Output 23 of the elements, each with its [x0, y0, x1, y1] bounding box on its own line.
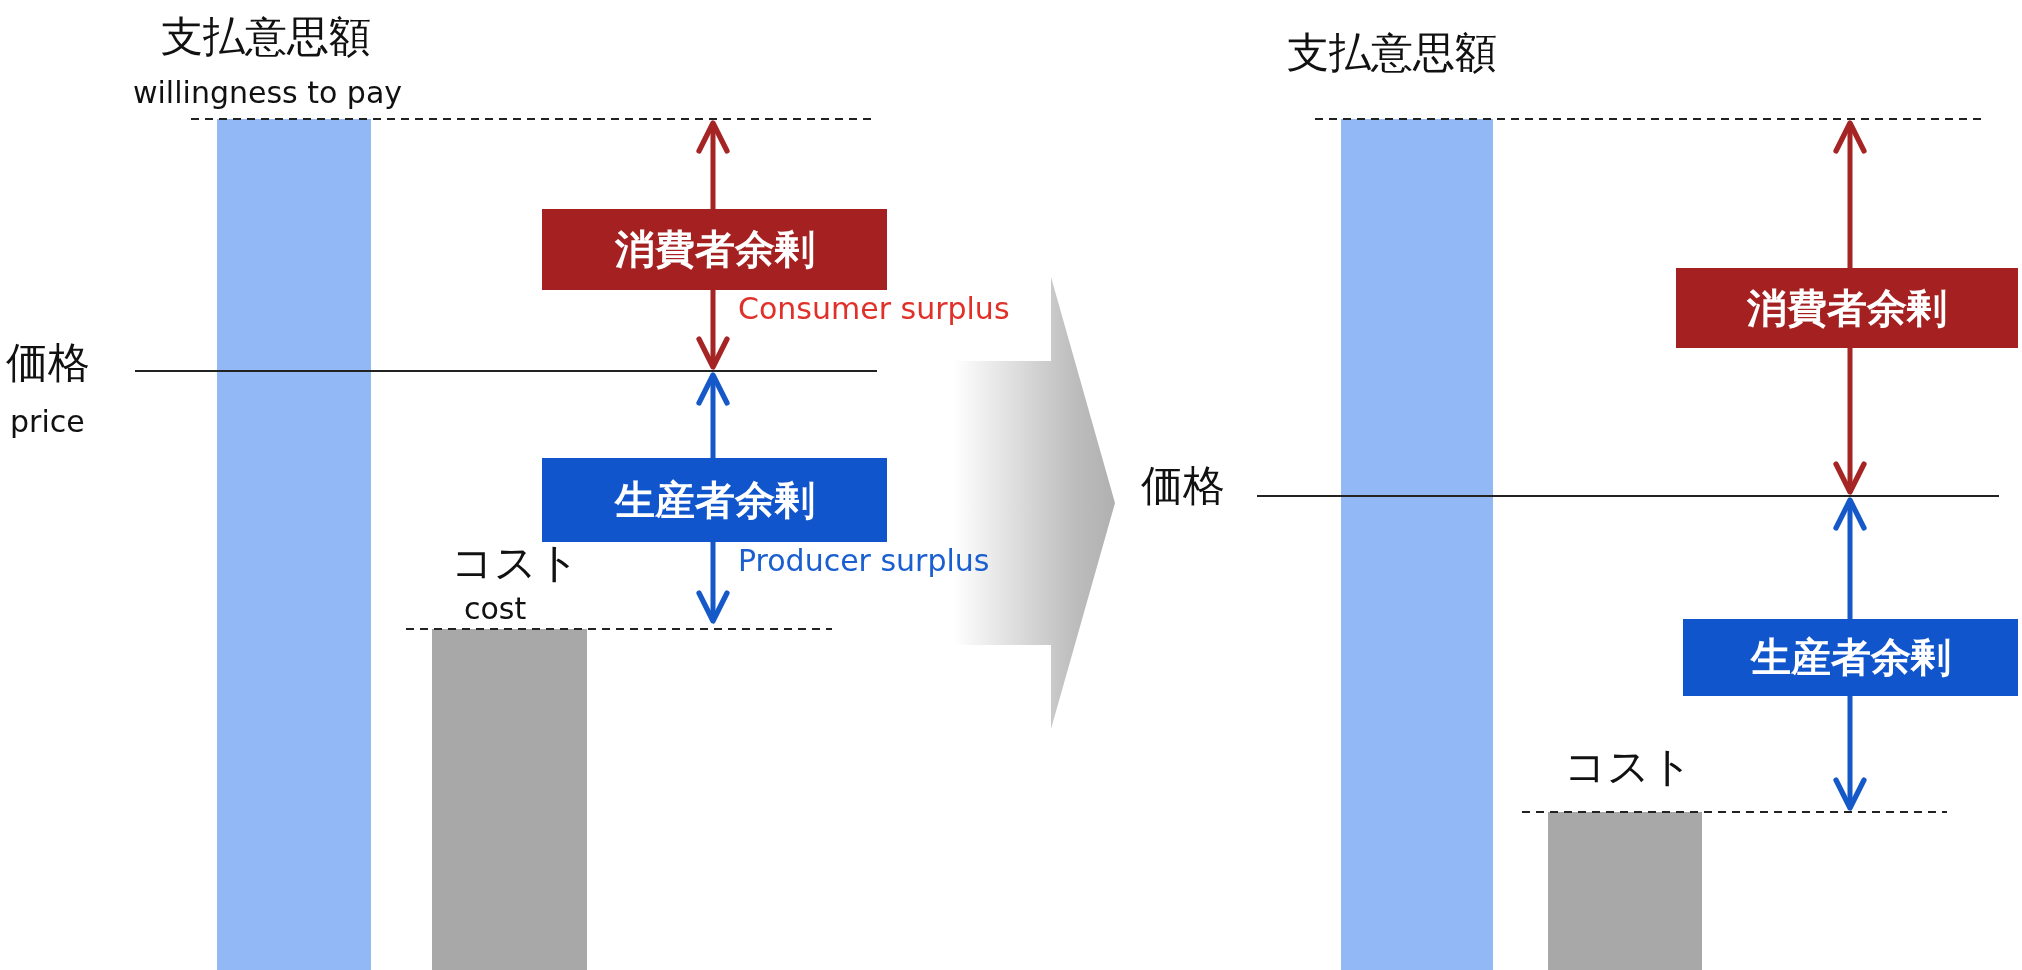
- level-label: コスト: [451, 540, 580, 587]
- box-title: 生産者余剰: [614, 475, 815, 525]
- surplus-box: [542, 458, 887, 542]
- surplus-box: [1683, 619, 2018, 696]
- box-title: 消費者余剰: [614, 225, 815, 274]
- node-label: Consumer surplus: [738, 292, 1010, 325]
- level-label: willingness to pay: [133, 76, 403, 109]
- level-label: 支払意思額: [161, 14, 371, 61]
- bar: [1341, 119, 1493, 970]
- level-label: 価格: [1141, 463, 1225, 510]
- box-title: 生産者余剰: [1750, 633, 1951, 682]
- level-label: price: [10, 405, 85, 438]
- level-label: 支払意思額: [1287, 30, 1497, 77]
- node-label: Producer surplus: [738, 544, 990, 577]
- bar: [217, 119, 371, 970]
- bar: [1548, 812, 1702, 970]
- box-title: 消費者余剰: [1747, 283, 1947, 333]
- level-label: 価格: [6, 340, 90, 387]
- bar: [432, 629, 587, 970]
- level-label: コスト: [1564, 744, 1693, 791]
- level-label: cost: [464, 592, 527, 625]
- surplus-box: [1676, 268, 2018, 348]
- surplus-box: [542, 209, 887, 290]
